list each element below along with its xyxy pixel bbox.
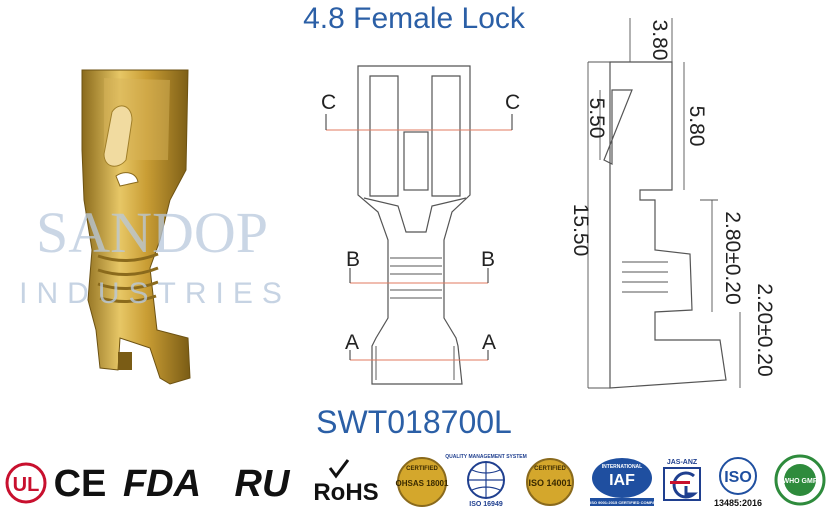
qms-top: QUALITY MANAGEMENT SYSTEM (445, 454, 527, 460)
front-view (357, 65, 471, 385)
rohs-logo: RoHS (313, 479, 378, 506)
ohsas-logo: OHSAS 18001 (396, 479, 449, 488)
dim-lower-length: 2.20±0.20 (753, 283, 776, 376)
dimension-lines (587, 18, 741, 389)
dim-lock-height: 5.50 (585, 98, 608, 139)
watermark-brand: SANDOP (36, 200, 268, 265)
dim-upper-length: 5.80 (685, 106, 708, 147)
section-label-a-right: A (482, 331, 496, 354)
terminal-photo (81, 69, 191, 385)
qms-logo: ISO 16949 (469, 501, 503, 508)
iaf-bottom: AN ISO 9001:2015 CERTIFIED COMPANY (583, 500, 661, 505)
fda-logo: FDA (123, 463, 201, 505)
ohsas-top: CERTIFIED (406, 466, 438, 472)
page-title: 4.8 Female Lock (303, 2, 525, 35)
jasanz-logo: JAS-ANZ (667, 459, 698, 466)
ce-logo: CE (54, 463, 107, 505)
section-label-b-right: B (481, 248, 495, 271)
iaf-top: INTERNATIONAL (602, 464, 642, 470)
section-label-c-right: C (505, 91, 520, 114)
iso14001-logo: ISO 14001 (528, 478, 571, 488)
certification-logos: UL CE FDA RU RoHS CERTIFIED OHSAS 18001 … (5, 454, 826, 508)
ru-logo: RU (235, 463, 291, 505)
side-view (603, 61, 727, 389)
dim-top-width: 3.80 (648, 20, 671, 61)
section-lines (326, 129, 512, 361)
whogmp-logo: WHO GMP (783, 478, 818, 485)
iso13485-logo: 13485:2016 (714, 498, 762, 508)
section-label-b-left: B (346, 248, 360, 271)
dim-total-length: 15.50 (569, 204, 592, 257)
watermark-sub: INDUSTRIES (19, 277, 291, 310)
iaf-logo: IAF (609, 472, 635, 489)
iso13485-top: ISO (724, 469, 752, 486)
section-label-a-left: A (345, 331, 359, 354)
section-label-c-left: C (321, 91, 336, 114)
iso14001-top: CERTIFIED (534, 466, 566, 472)
part-number: SWT018700L (316, 404, 512, 440)
dim-mid-length: 2.80±0.20 (721, 211, 744, 304)
ul-logo: UL (13, 474, 40, 496)
